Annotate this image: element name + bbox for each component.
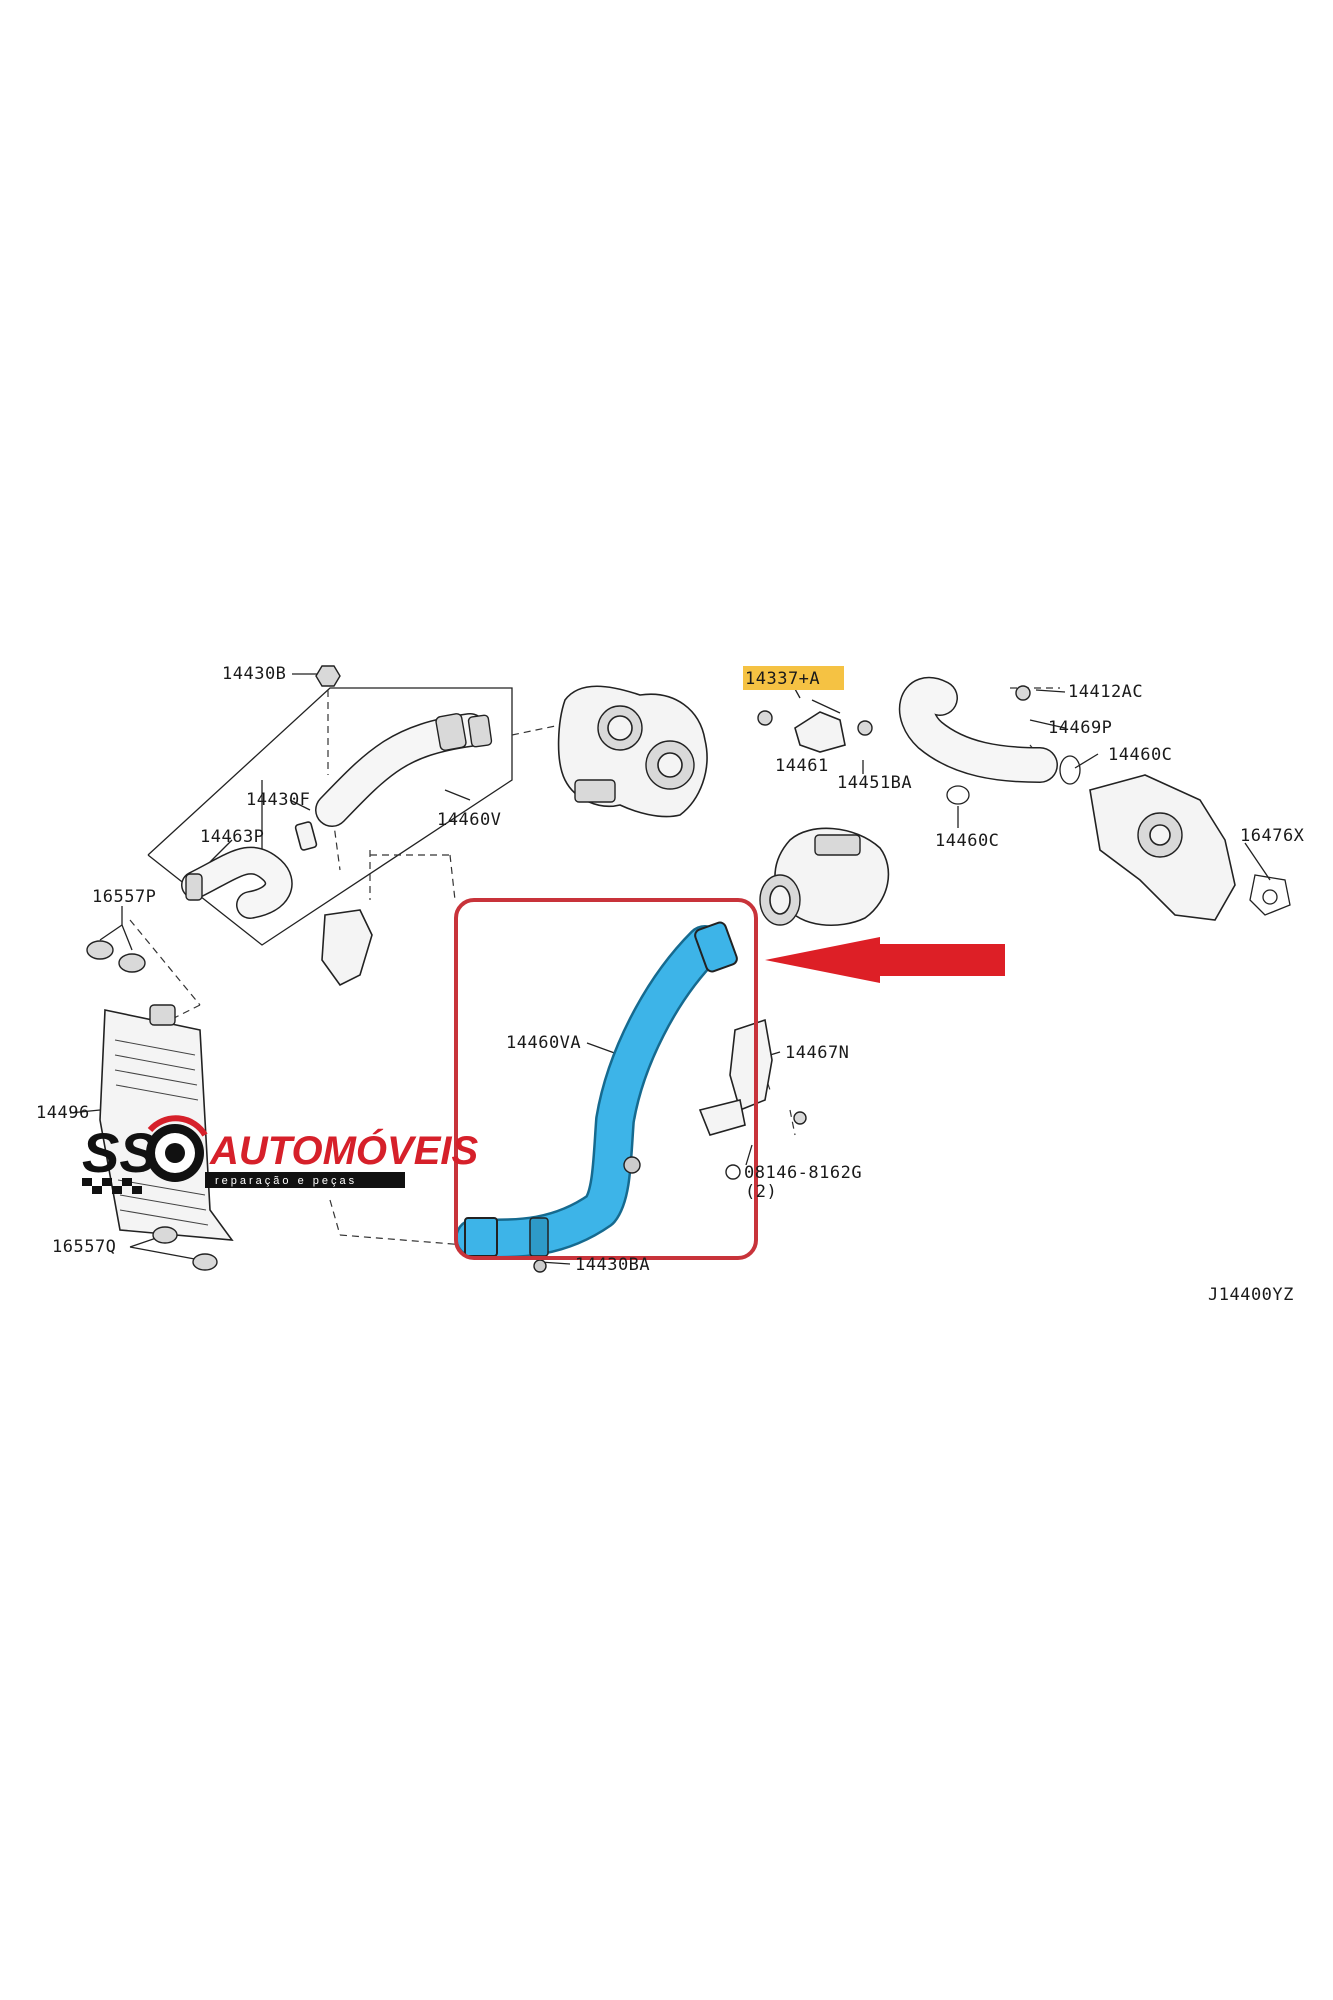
label-14467n: 14467N — [785, 1043, 849, 1063]
label-14412ac: 14412AC — [1068, 682, 1143, 702]
throttle-body — [759, 827, 890, 927]
hose-14460va-highlighted — [455, 921, 738, 1273]
intercooler-14496 — [99, 1004, 234, 1241]
bolt-symbol — [725, 1164, 741, 1180]
brake-disc-icon — [146, 1115, 208, 1182]
label-14460c-right: 14460C — [1108, 745, 1172, 765]
label-14460c-left: 14460C — [935, 831, 999, 851]
hose-14460v — [315, 713, 493, 827]
logo-letters: SS — [82, 1121, 157, 1184]
pointer-arrow — [765, 937, 1005, 983]
bolt-14430b — [315, 665, 341, 687]
part-labels: 14430B 14430F 14463P 16557P 14460V 14337… — [36, 664, 1305, 1305]
grommets-16557q — [152, 1226, 218, 1271]
label-14430b: 14430B — [222, 664, 286, 684]
label-16557p: 16557P — [92, 887, 156, 907]
diagram-code: J14400YZ — [1208, 1285, 1294, 1305]
bracket-14461 — [757, 710, 873, 753]
logo-name: AUTOMÓVEIS — [209, 1127, 479, 1173]
label-14337a: 14337+A — [745, 669, 820, 689]
gasket-14460c — [946, 755, 1081, 805]
label-16476x: 16476X — [1240, 826, 1305, 846]
label-14451ba: 14451BA — [837, 773, 912, 793]
pipe-14469p — [898, 676, 1058, 783]
logo-underline — [205, 1172, 405, 1188]
label-14460v: 14460V — [437, 810, 501, 830]
label-14496: 14496 — [36, 1103, 90, 1123]
label-highlight — [743, 666, 844, 690]
label-14430ba: 14430BA — [575, 1255, 650, 1275]
checkered-flag-icon — [82, 1178, 142, 1194]
bracket-14467n — [698, 1018, 807, 1136]
label-08146-8162g: 08146-8162G — [744, 1163, 862, 1183]
clamp-14430f — [294, 821, 318, 851]
label-08146-qty: (2) — [745, 1182, 777, 1202]
label-14430f: 14430F — [246, 790, 310, 810]
logo-tagline: reparação e peças — [215, 1175, 357, 1187]
highlight-callout-box — [454, 898, 758, 1260]
company-logo: SS AUTOMÓVEIS reparação e peças — [82, 1115, 479, 1194]
bracket-left — [321, 909, 373, 987]
label-16557q: 16557Q — [52, 1237, 116, 1257]
label-14469p: 14469P — [1048, 718, 1112, 738]
turbocharger — [557, 685, 708, 818]
label-14461: 14461 — [775, 756, 829, 776]
label-14463p: 14463P — [200, 827, 264, 847]
grommets-16557p — [86, 940, 146, 973]
hose-14463p — [181, 846, 293, 919]
label-14460va: 14460VA — [506, 1033, 581, 1053]
intake-unit-16476x — [1089, 774, 1291, 921]
